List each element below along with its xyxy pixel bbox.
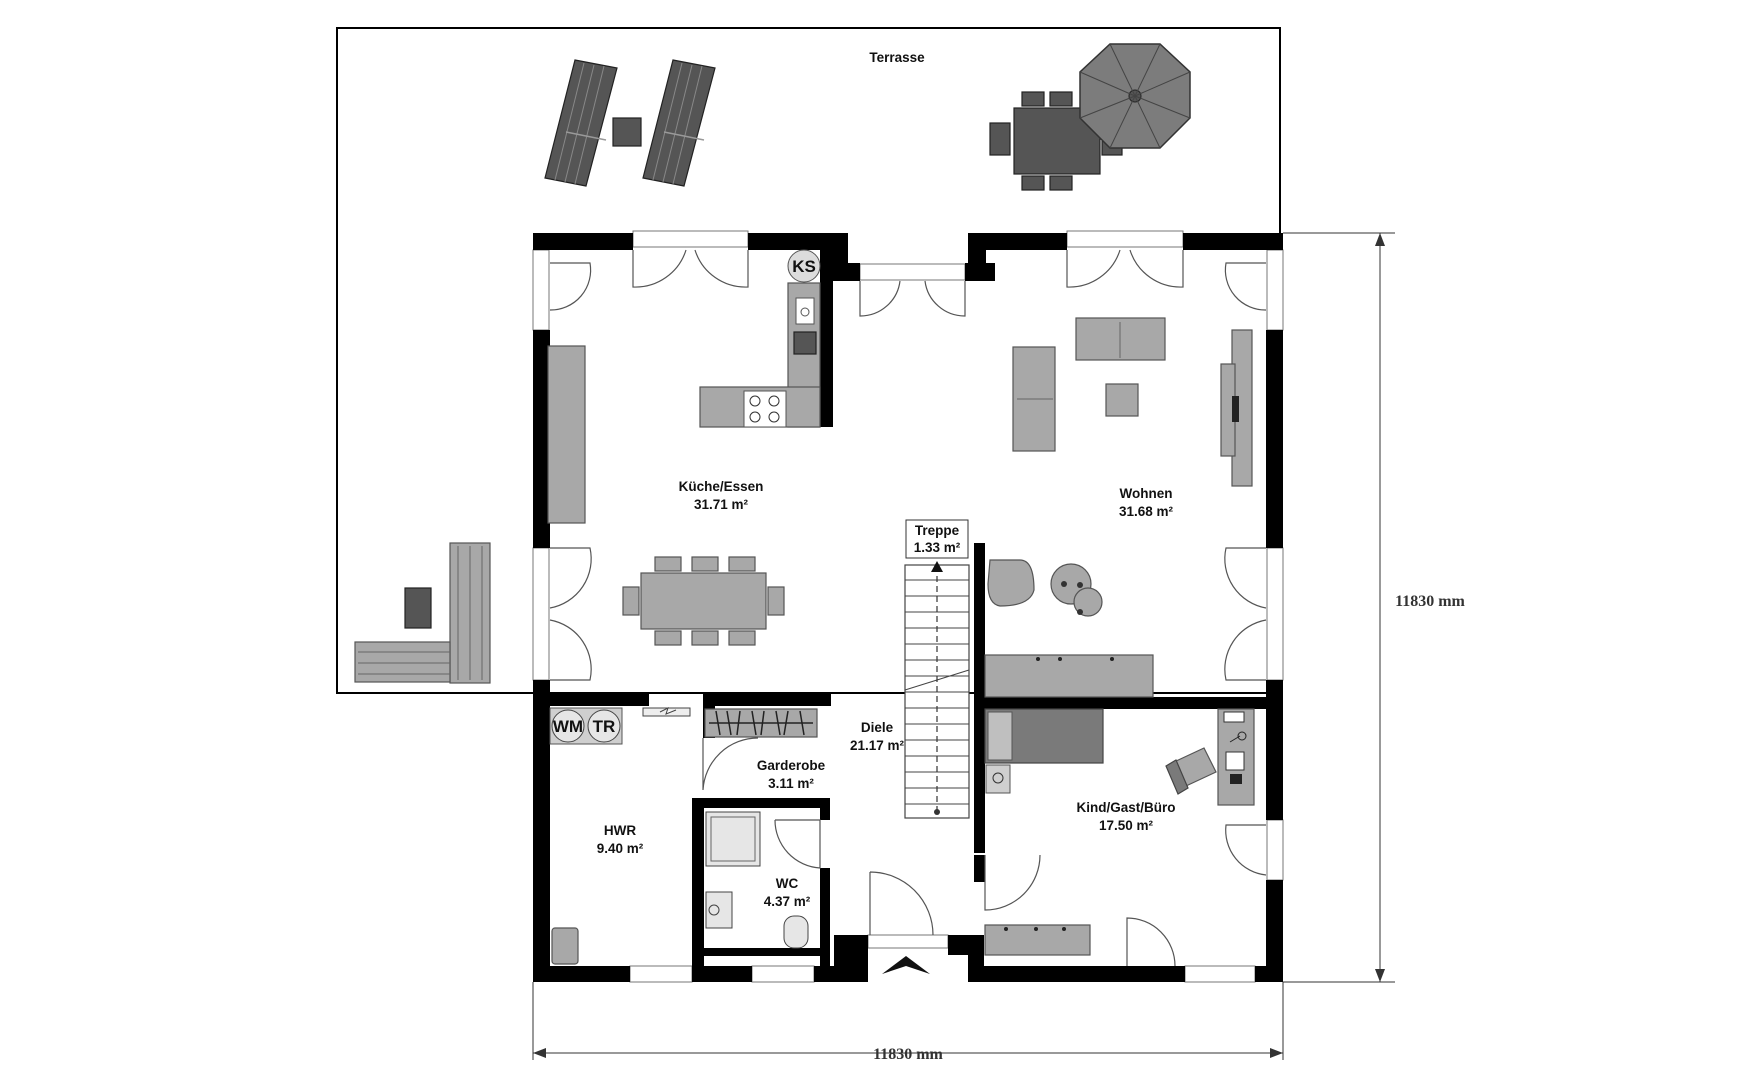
tv-unit [1220, 329, 1253, 487]
dimension-lines [532, 232, 1395, 1060]
staircase [904, 564, 970, 819]
office-label: Kind/Gast/Büro [1076, 800, 1175, 815]
wardrobe-label: Garderobe [757, 758, 826, 773]
stairs-area: 1.33 m² [914, 540, 961, 555]
utility-label: HWR [604, 823, 636, 838]
sun-lounger-left [544, 59, 618, 187]
living-area: 31.68 m² [1119, 504, 1174, 519]
fridge: KS [787, 249, 821, 283]
boiler [551, 927, 579, 965]
stairs-label: Treppe [915, 523, 960, 538]
hall-label: Diele [861, 720, 894, 735]
dryer: TR [587, 709, 621, 743]
stair-direction-arrow-icon [931, 561, 943, 572]
terrace [336, 27, 1281, 694]
width-dimension: 11830 mm [873, 1046, 943, 1063]
doors [549, 249, 1267, 967]
sideboard [547, 345, 586, 524]
living-sofas [1012, 317, 1166, 452]
kitchen-area: 31.71 m² [694, 497, 749, 512]
kitchen-label: Küche/Essen [679, 479, 764, 494]
windows [532, 230, 1284, 983]
electric-meter-icon [642, 707, 691, 717]
living-label: Wohnen [1120, 486, 1173, 501]
lounge-table [404, 587, 432, 629]
sun-lounger-right [642, 59, 716, 187]
office-sideboard [984, 924, 1091, 956]
wardrobe-area: 3.11 m² [768, 776, 814, 791]
dining-table [622, 556, 785, 646]
kitchen-counter [699, 282, 821, 428]
wc-label: WC [776, 876, 799, 891]
fridge-label: KS [792, 257, 816, 276]
washer-label: WM [553, 717, 583, 736]
depth-dimension: 11830 mm [1395, 593, 1465, 610]
entrance-arrow-icon [882, 956, 930, 974]
coat-rack [704, 708, 818, 738]
dryer-label: TR [593, 717, 616, 736]
side-table [612, 117, 642, 147]
utility-area: 9.40 m² [597, 841, 644, 856]
wc-fixtures [705, 811, 809, 949]
stairs-label-box [905, 519, 969, 559]
office-area: 17.50 m² [1099, 818, 1154, 833]
hall-area: 21.17 m² [850, 738, 905, 753]
desk [1165, 708, 1255, 806]
living-sideboard [984, 654, 1154, 698]
parasol [1079, 43, 1191, 149]
armchair-and-side-tables [987, 559, 1103, 617]
bed [984, 708, 1104, 794]
walls [533, 233, 1283, 982]
terrace-label: Terrasse [869, 50, 925, 65]
lounge-sofa [354, 542, 491, 684]
wc-area: 4.37 m² [764, 894, 811, 909]
